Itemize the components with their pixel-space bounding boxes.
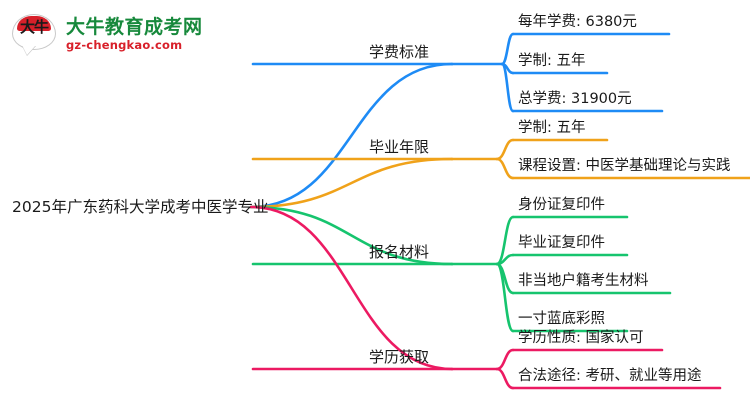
connector-path [495, 262, 515, 333]
logo-text-block: 大牛教育成考网 gz-chengkao.com [66, 16, 203, 52]
connector-path [495, 157, 515, 180]
logo-red-arc [17, 16, 51, 31]
mindmap-branch-3[interactable]: 报名材料 [369, 243, 430, 261]
mindmap-leaf-3-2[interactable]: 毕业证复印件 [518, 235, 605, 251]
logo-mark-text: 大牛 [19, 18, 49, 36]
mindmap-leaf-1-2[interactable]: 学制: 五年 [518, 53, 586, 69]
mindmap-leaf-3-4[interactable]: 一寸蓝底彩照 [518, 311, 605, 327]
mindmap-leaf-3-3[interactable]: 非当地户籍考生材料 [518, 273, 649, 289]
mindmap-leaf-4-1[interactable]: 学历性质: 国家认可 [518, 330, 644, 346]
mindmap-leaf-4-2[interactable]: 合法途径: 考研、就业等用途 [518, 368, 702, 384]
connector-path [500, 32, 515, 66]
connector-path [495, 367, 515, 390]
connector-path [495, 215, 515, 266]
connector-path [495, 138, 515, 161]
mindmap-leaf-2-2[interactable]: 课程设置: 中医学基础理论与实践 [518, 158, 731, 174]
connector-path [495, 348, 515, 371]
mindmap-leaf-1-1[interactable]: 每年学费: 6380元 [518, 14, 637, 30]
mindmap-leaf-1-3[interactable]: 总学费: 31900元 [518, 91, 632, 107]
connector-path [249, 157, 454, 209]
logo-bubble-icon: 大牛 [12, 12, 58, 56]
connector-path [249, 205, 454, 266]
mindmap-branch-1[interactable]: 学费标准 [369, 43, 430, 61]
connector-path [249, 62, 454, 209]
connector-path [500, 62, 515, 113]
logo-title: 大牛教育成考网 [66, 16, 203, 38]
connector-path [249, 205, 454, 371]
mindmap-branch-2[interactable]: 毕业年限 [369, 138, 430, 156]
speech-bubble-tail [22, 45, 36, 55]
mindmap-leaf-2-1[interactable]: 学制: 五年 [518, 120, 586, 136]
site-logo: 大牛 大牛教育成考网 gz-chengkao.com [12, 8, 212, 60]
mindmap-root-node[interactable]: 2025年广东药科大学成考中医学专业 [12, 198, 269, 216]
mindmap-branch-4[interactable]: 学历获取 [369, 348, 430, 366]
mindmap-leaf-3-1[interactable]: 身份证复印件 [518, 197, 605, 213]
logo-subtitle: gz-chengkao.com [66, 38, 183, 52]
